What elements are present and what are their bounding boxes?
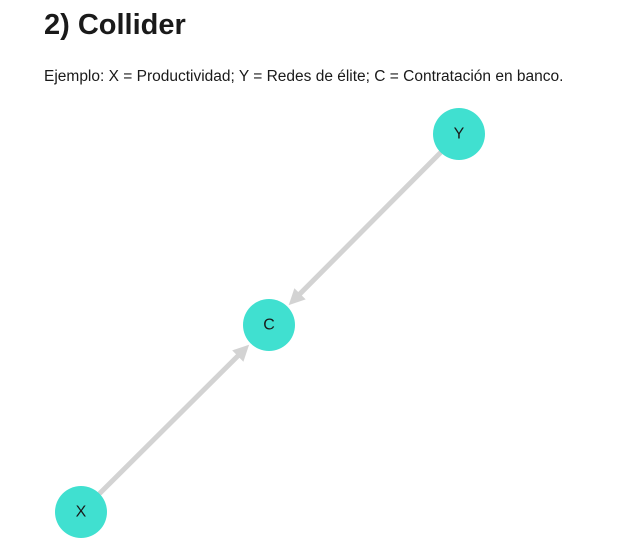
node-x-circle (55, 486, 107, 538)
node-x[interactable]: X (55, 486, 107, 538)
node-x-label: X (76, 504, 87, 521)
node-c-circle (243, 299, 295, 351)
example-description: Ejemplo: X = Productividad; Y = Redes de… (44, 68, 564, 85)
edge-y-to-c (296, 150, 443, 298)
node-c-label: C (263, 317, 275, 334)
edges-layer (97, 150, 443, 496)
arrowhead-x-to-c (232, 344, 250, 362)
edge-x-to-c (97, 352, 242, 496)
node-y-label: Y (454, 126, 465, 143)
arrowhead-y-to-c (288, 288, 306, 306)
node-c[interactable]: C (243, 299, 295, 351)
nodes-layer: Y C X (55, 108, 485, 538)
node-y[interactable]: Y (433, 108, 485, 160)
node-y-circle (433, 108, 485, 160)
page-title: 2) Collider (44, 9, 186, 41)
